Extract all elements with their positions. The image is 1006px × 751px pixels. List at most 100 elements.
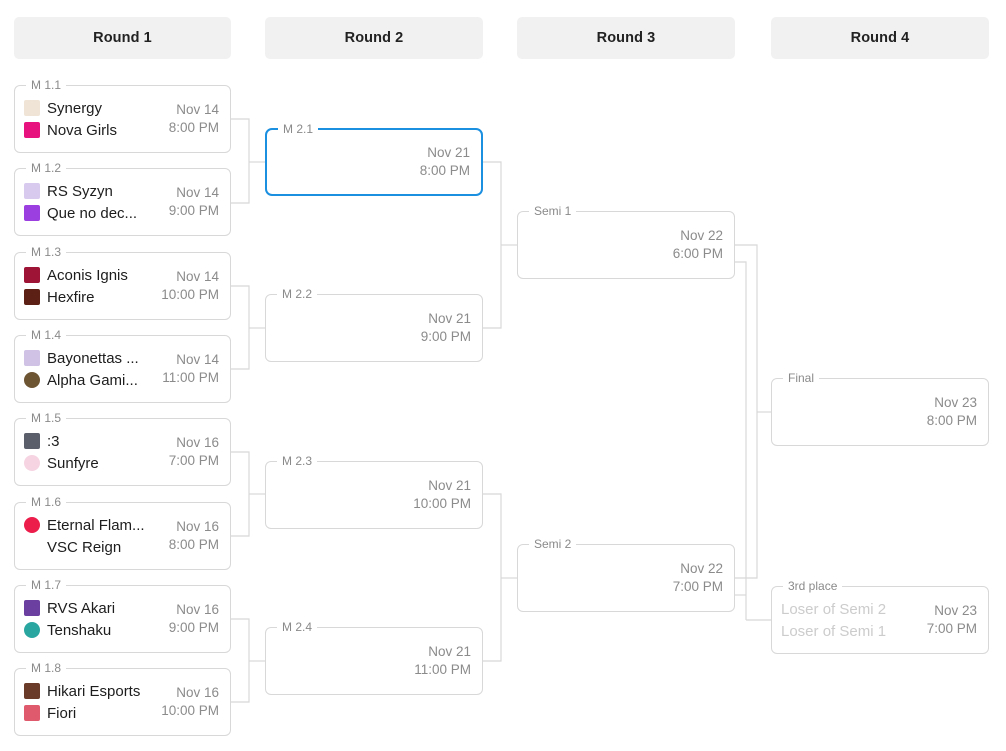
match-m-1-8[interactable]: M 1.8 Hikari Esports Fiori Nov 16 10:00 … — [14, 661, 231, 736]
match-date: Nov 23 — [934, 395, 977, 410]
match-time: 7:00 PM — [168, 453, 219, 468]
sunfyre-logo — [24, 455, 40, 471]
match-m-2-1-label: M 2.1 — [278, 122, 319, 136]
match-date: Nov 21 — [428, 644, 471, 659]
match-date: Nov 23 — [934, 603, 977, 618]
team-row[interactable]: Fiori — [24, 704, 153, 723]
team-name: Nova Girls — [47, 121, 118, 139]
match-time: 8:00 PM — [926, 413, 977, 428]
match-semi-2-label: Semi 2 — [529, 537, 577, 551]
match-m-2-2-label: M 2.2 — [277, 287, 318, 301]
team-name: Hexfire — [47, 288, 95, 306]
match-m-1-7[interactable]: M 1.7 RVS Akari Tenshaku Nov 16 9:00 PM — [14, 578, 231, 653]
colon-three-logo — [24, 433, 40, 449]
team-row[interactable]: Sunfyre — [24, 454, 161, 473]
team-name: RS Syzyn — [47, 182, 113, 200]
match-m-1-3[interactable]: M 1.3 Aconis Ignis Hexfire Nov 14 10:00 … — [14, 245, 231, 320]
team-row[interactable]: Alpha Gami... — [24, 371, 154, 390]
team-row[interactable]: Nova Girls — [24, 121, 161, 140]
round-header-1: Round 1 — [14, 17, 231, 59]
match-time: 9:00 PM — [168, 620, 219, 635]
match-date: Nov 14 — [176, 102, 219, 117]
match-m-2-3[interactable]: M 2.3 Nov 21 10:00 PM — [265, 454, 483, 529]
match-date: Nov 16 — [176, 685, 219, 700]
match-m-1-4-label: M 1.4 — [26, 328, 67, 342]
match-m-1-4[interactable]: M 1.4 Bayonettas ... Alpha Gami... Nov 1… — [14, 328, 231, 403]
team-name: VSC Reign — [47, 538, 122, 556]
eternal-flames-logo — [24, 517, 40, 533]
match-m-1-5-label: M 1.5 — [26, 411, 67, 425]
team-name: Alpha Gami... — [47, 371, 138, 389]
team-name: Que no dec... — [47, 204, 138, 222]
match-m-1-1-label: M 1.1 — [26, 78, 67, 92]
round-header-4: Round 4 — [771, 17, 989, 59]
team-row[interactable]: Que no dec... — [24, 204, 161, 223]
match-time: 10:00 PM — [413, 496, 471, 511]
match-date: Nov 16 — [176, 435, 219, 450]
team-row: Loser of Semi 1 — [781, 622, 919, 641]
team-row: Loser of Semi 2 — [781, 600, 919, 619]
match-schedule: Nov 16 8:00 PM — [161, 518, 219, 554]
match-date: Nov 22 — [680, 228, 723, 243]
team-name: Hikari Esports — [47, 682, 141, 700]
team-name: Loser of Semi 2 — [781, 600, 887, 618]
team-row[interactable]: RVS Akari — [24, 599, 161, 618]
match-time: 8:00 PM — [168, 537, 219, 552]
alpha-gami-logo — [24, 372, 40, 388]
match-m-2-3-label: M 2.3 — [277, 454, 318, 468]
team-row[interactable]: Synergy — [24, 99, 161, 118]
match-date: Nov 14 — [176, 352, 219, 367]
match-semi-2[interactable]: Semi 2 Nov 22 7:00 PM — [517, 537, 735, 612]
match-time: 9:00 PM — [420, 329, 471, 344]
match-date: Nov 16 — [176, 602, 219, 617]
match-schedule: Nov 22 7:00 PM — [665, 560, 723, 596]
match-time: 8:00 PM — [419, 163, 470, 178]
match-m-1-5[interactable]: M 1.5 :3 Sunfyre Nov 16 7:00 PM — [14, 411, 231, 486]
match-schedule: Nov 16 7:00 PM — [161, 434, 219, 470]
team-row[interactable]: Hikari Esports — [24, 682, 153, 701]
match-m-1-3-label: M 1.3 — [26, 245, 67, 259]
team-row[interactable]: Eternal Flam... — [24, 516, 161, 535]
team-row[interactable]: Aconis Ignis — [24, 266, 153, 285]
round-header-2: Round 2 — [265, 17, 483, 59]
rs-syzyn-logo — [24, 183, 40, 199]
team-name: RVS Akari — [47, 599, 116, 617]
hikari-esports-logo — [24, 683, 40, 699]
team-name: Eternal Flam... — [47, 516, 145, 534]
match-m-1-2-label: M 1.2 — [26, 161, 67, 175]
rvs-akari-logo — [24, 600, 40, 616]
team-row[interactable]: RS Syzyn — [24, 182, 161, 201]
team-name: :3 — [47, 432, 60, 450]
team-name: Loser of Semi 1 — [781, 622, 887, 640]
match-date: Nov 16 — [176, 519, 219, 534]
match-schedule: Nov 14 10:00 PM — [153, 268, 219, 304]
team-row[interactable]: Bayonettas ... — [24, 349, 154, 368]
match-schedule: Nov 14 9:00 PM — [161, 184, 219, 220]
team-name: Bayonettas ... — [47, 349, 139, 367]
match-time: 11:00 PM — [414, 662, 471, 677]
match-time: 7:00 PM — [926, 621, 977, 636]
match-m-2-2[interactable]: M 2.2 Nov 21 9:00 PM — [265, 287, 483, 362]
match-m-2-4[interactable]: M 2.4 Nov 21 11:00 PM — [265, 620, 483, 695]
match-m-2-1[interactable]: M 2.1 Nov 21 8:00 PM — [265, 122, 483, 196]
match-time: 10:00 PM — [161, 287, 219, 302]
match-m-1-2[interactable]: M 1.2 RS Syzyn Que no dec... Nov 14 9:00… — [14, 161, 231, 236]
team-row[interactable]: Hexfire — [24, 288, 153, 307]
match-date: Nov 14 — [176, 185, 219, 200]
team-row[interactable]: Tenshaku — [24, 621, 161, 640]
match-schedule: Nov 14 8:00 PM — [161, 101, 219, 137]
round-header-2-label: Round 2 — [344, 30, 404, 46]
match-third-place[interactable]: 3rd place Loser of Semi 2 Loser of Semi … — [771, 579, 989, 654]
match-semi-1[interactable]: Semi 1 Nov 22 6:00 PM — [517, 204, 735, 279]
team-name: Tenshaku — [47, 621, 112, 639]
que-no-dec-logo — [24, 205, 40, 221]
synergy-logo — [24, 100, 40, 116]
match-m-2-4-label: M 2.4 — [277, 620, 318, 634]
team-row[interactable]: VSC Reign — [24, 538, 161, 557]
match-m-1-6[interactable]: M 1.6 Eternal Flam... VSC Reign Nov 16 8… — [14, 495, 231, 570]
match-m-1-1[interactable]: M 1.1 Synergy Nova Girls Nov 14 8:00 PM — [14, 78, 231, 153]
team-row[interactable]: :3 — [24, 432, 161, 451]
match-final[interactable]: Final Nov 23 8:00 PM — [771, 371, 989, 446]
match-schedule: Nov 22 6:00 PM — [665, 227, 723, 263]
